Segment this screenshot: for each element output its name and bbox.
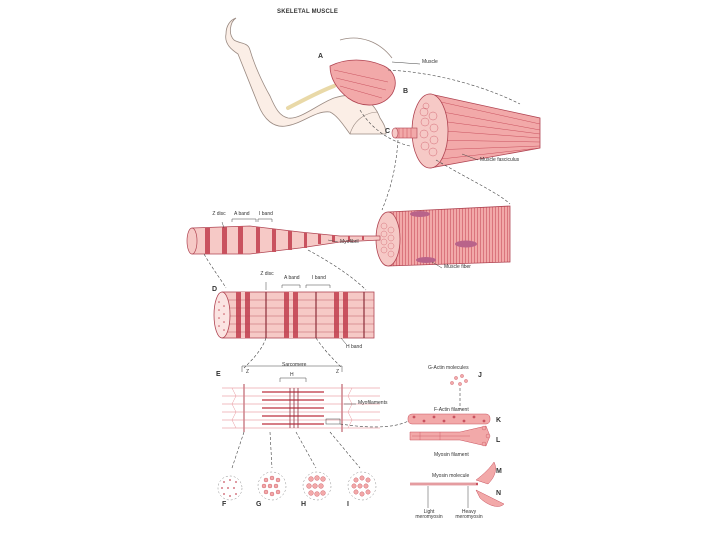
leader-z-disc-1 bbox=[221, 221, 225, 229]
arm-illustration bbox=[225, 17, 396, 135]
label-g-actin: G-Actin molecules bbox=[428, 365, 469, 371]
sarcomere-segment-illustration bbox=[213, 291, 375, 339]
dashed-zoom-1 bbox=[387, 69, 521, 105]
letter-l: L bbox=[496, 437, 501, 444]
label-myosin-filament: Myosin filament bbox=[434, 452, 469, 458]
letter-f: F bbox=[222, 501, 227, 508]
label-myofilaments: Myofilaments bbox=[358, 400, 388, 406]
dashed-zoom-6 bbox=[307, 249, 367, 291]
label-muscle: Muscle bbox=[422, 59, 438, 65]
f-actin-filament bbox=[407, 413, 491, 425]
cross-section-i bbox=[347, 471, 377, 501]
label-z-disc-1: Z disc bbox=[212, 211, 226, 217]
label-a-band-2: A band bbox=[284, 275, 300, 281]
leader-h-band bbox=[340, 337, 347, 345]
fasciculus-illustration bbox=[391, 93, 541, 169]
leader-muscle bbox=[391, 61, 421, 65]
label-z-left: Z bbox=[246, 369, 250, 375]
leader-fasciculus bbox=[461, 153, 479, 161]
letter-e: E bbox=[216, 371, 221, 378]
label-heavy-meromyosin: Heavy meromyosin bbox=[455, 509, 483, 520]
label-fiber: Muscle fiber bbox=[444, 264, 471, 270]
dashed-zoom-5 bbox=[203, 253, 227, 289]
label-myofibril: Myofibril bbox=[340, 239, 359, 245]
cross-section-g bbox=[257, 471, 287, 501]
dashed-zoom-4 bbox=[435, 159, 511, 205]
myosin-filament bbox=[409, 425, 491, 447]
label-z-disc-2: Z disc bbox=[260, 271, 274, 277]
letter-i: I bbox=[347, 501, 349, 508]
letter-k: K bbox=[496, 417, 502, 424]
letter-h: H bbox=[301, 501, 307, 508]
label-h-band: H band bbox=[346, 344, 363, 350]
dashed-zoom-7 bbox=[243, 337, 267, 369]
label-a-band-1: A band bbox=[234, 211, 250, 217]
letter-g: G bbox=[256, 501, 262, 508]
myofibril-illustration bbox=[186, 225, 381, 255]
label-sarcomere: Sarcomere bbox=[282, 362, 307, 368]
label-i-band-1: I band bbox=[259, 211, 273, 217]
dashed-zoom-8 bbox=[315, 337, 343, 369]
bracket-a-band-2 bbox=[281, 284, 301, 288]
diagram-title: SKELETAL MUSCLE bbox=[277, 9, 339, 15]
leader-myofibril bbox=[327, 239, 339, 243]
letter-b: B bbox=[403, 88, 409, 95]
cross-section-f bbox=[217, 475, 243, 501]
letter-n: N bbox=[496, 490, 502, 497]
bracket-i-band-2 bbox=[305, 284, 331, 288]
sarcomere-filaments-illustration bbox=[222, 365, 380, 432]
dashed-cross-section-leaders bbox=[231, 419, 411, 469]
cross-section-h bbox=[302, 471, 332, 501]
bracket-i-band-1 bbox=[257, 218, 273, 222]
myosin-molecule bbox=[410, 461, 505, 507]
label-h-small: H bbox=[290, 372, 294, 378]
letter-c: C bbox=[385, 128, 391, 135]
label-fasciculus: Muscle fasciculus bbox=[480, 157, 520, 163]
dashed-zoom-3 bbox=[381, 139, 399, 211]
g-actin-molecules bbox=[450, 374, 468, 386]
label-myosin-molecule: Myosin molecule bbox=[432, 473, 470, 479]
letter-a: A bbox=[318, 53, 324, 60]
letter-m: M bbox=[496, 468, 502, 475]
label-i-band-2: I band bbox=[312, 275, 326, 281]
fiber-illustration bbox=[375, 205, 511, 267]
letter-j: J bbox=[478, 372, 482, 379]
letter-d: D bbox=[212, 286, 218, 293]
leader-fiber bbox=[431, 261, 443, 269]
bracket-a-band-1 bbox=[231, 218, 257, 222]
label-light-meromyosin: Light meromyosin bbox=[415, 509, 443, 520]
label-f-actin: F-Actin filament bbox=[434, 407, 469, 413]
dashed-zoom-2 bbox=[359, 109, 411, 147]
label-z-right: Z bbox=[336, 369, 340, 375]
